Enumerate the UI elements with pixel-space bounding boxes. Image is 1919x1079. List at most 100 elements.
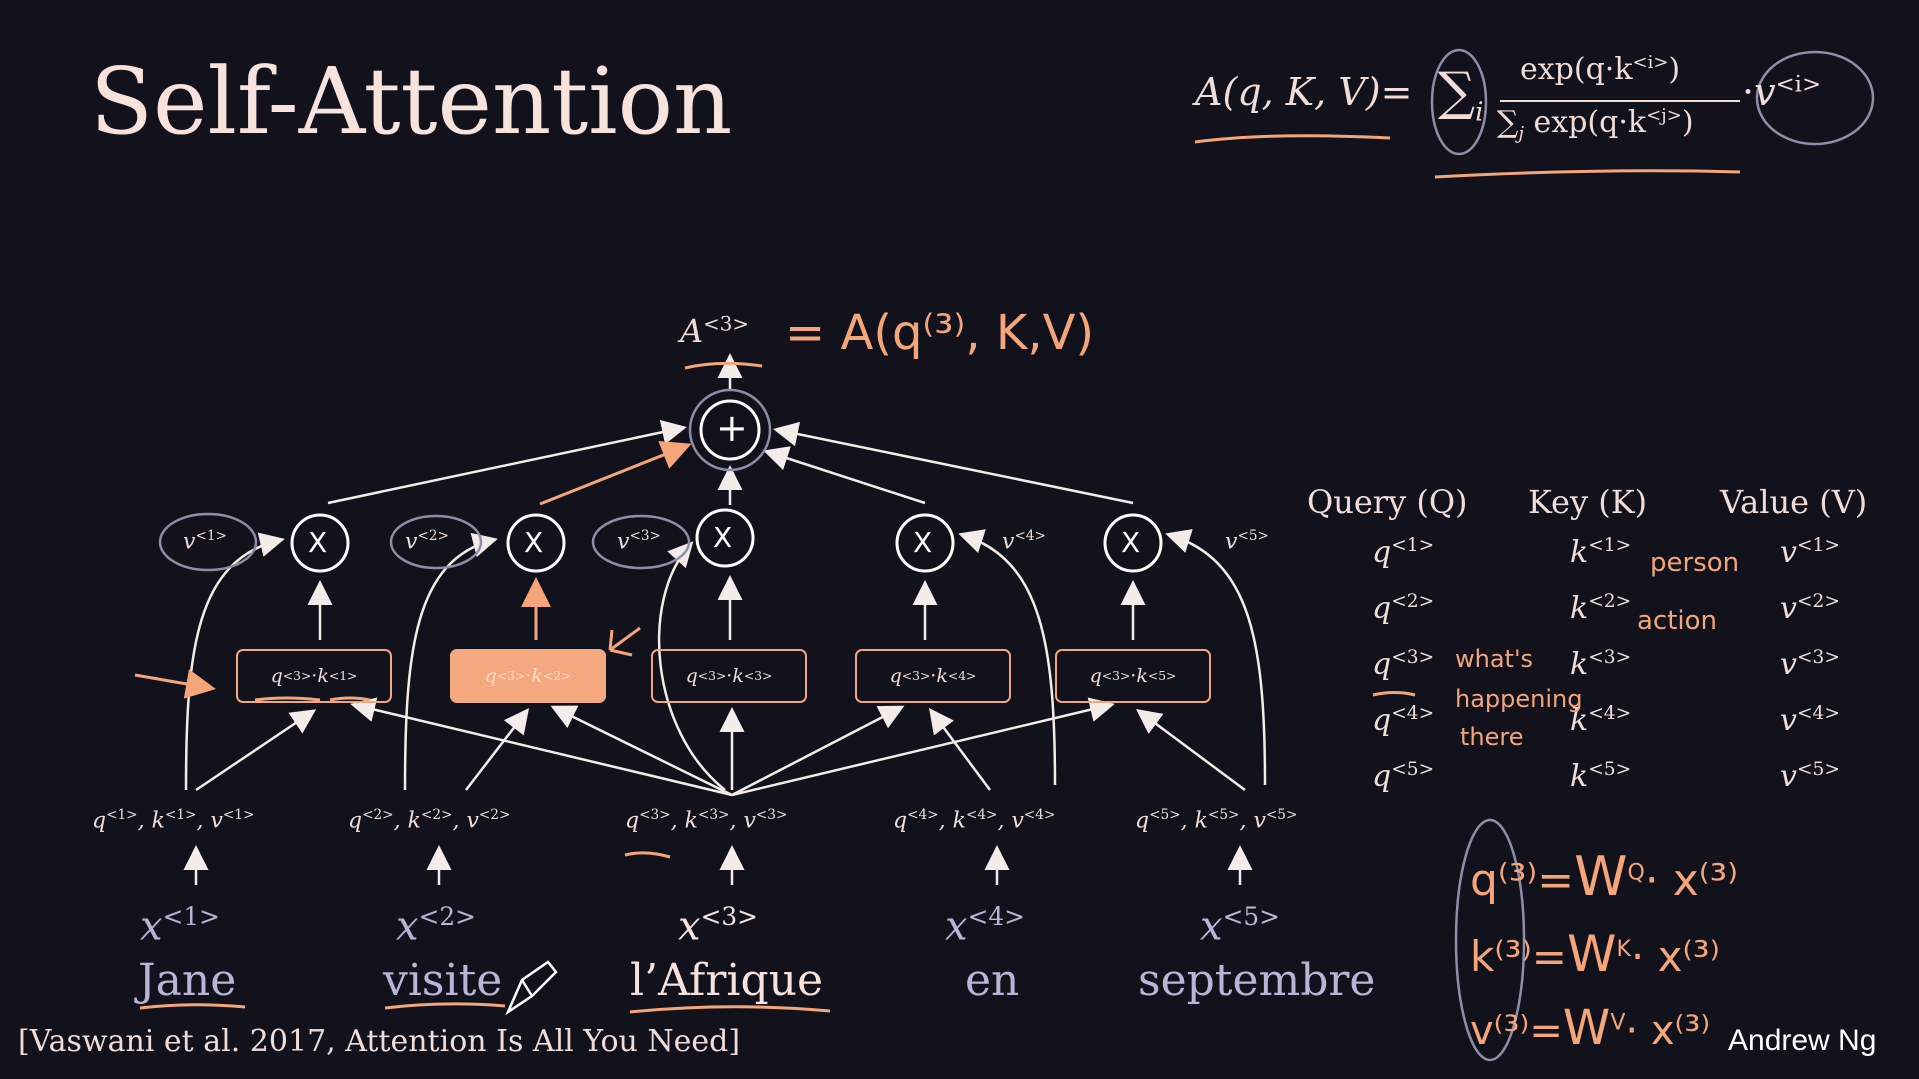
x-base: x bbox=[945, 903, 968, 950]
cell-base: k bbox=[1570, 647, 1589, 682]
weight-v-sup: V bbox=[1610, 1010, 1626, 1036]
score-box-5: q<3> · k<5> bbox=[1055, 649, 1211, 703]
box-dot: · bbox=[525, 665, 532, 687]
box-k: k bbox=[531, 665, 543, 687]
x-sup: <3> bbox=[700, 902, 758, 931]
pair-q: q bbox=[1135, 808, 1150, 834]
formula-v-sup: <i> bbox=[1775, 71, 1822, 98]
pair-k: , k bbox=[1180, 808, 1208, 834]
table-q-2: q<2> bbox=[1372, 591, 1434, 626]
box-k-sup: <4> bbox=[947, 669, 977, 683]
denominator-sup: <j> bbox=[1646, 105, 1682, 126]
x-sup: <1> bbox=[162, 902, 220, 931]
cell-sup: <2> bbox=[1796, 591, 1840, 612]
a3-label: A<3> bbox=[680, 312, 749, 350]
pair-q-sup: <4> bbox=[907, 807, 939, 823]
pair-v: , v bbox=[997, 808, 1024, 834]
note-person: person bbox=[1650, 548, 1740, 578]
formula-eq: = bbox=[1380, 70, 1413, 114]
cell-base: k bbox=[1570, 703, 1589, 738]
weight-k-matrix: W bbox=[1567, 925, 1617, 983]
a3-handwritten: = A(q⁽³⁾, K,V) bbox=[785, 305, 1095, 361]
cell-sup: <5> bbox=[1588, 759, 1632, 780]
weight-q-matrix: W bbox=[1574, 845, 1628, 908]
box-q-sup: <3> bbox=[901, 669, 931, 683]
formula-lhs: A(q, K, V) bbox=[1195, 70, 1381, 114]
cell-base: q bbox=[1372, 703, 1392, 738]
pair-q-sup: <3> bbox=[639, 807, 671, 823]
box-dot: · bbox=[1130, 665, 1137, 687]
box-dot: · bbox=[726, 665, 733, 687]
x-base: x bbox=[1200, 903, 1223, 950]
weight-v-matrix: W bbox=[1562, 1000, 1611, 1056]
fraction-bar bbox=[1500, 100, 1740, 102]
formula-numerator: exp(q·k<i>) bbox=[1520, 52, 1680, 87]
table-header-query: Query (Q) bbox=[1307, 483, 1468, 521]
table-header-value: Value (V) bbox=[1720, 483, 1868, 521]
cell-base: v bbox=[1780, 703, 1797, 738]
v-label-base: v bbox=[405, 529, 418, 555]
cell-base: v bbox=[1780, 647, 1797, 682]
token-qkv-1: q<1>, k<1>, v<1> bbox=[92, 807, 254, 833]
a3-sup: <3> bbox=[703, 312, 749, 336]
pair-k: , k bbox=[393, 808, 421, 834]
cell-base: k bbox=[1570, 591, 1589, 626]
denominator-index: j bbox=[1518, 123, 1525, 144]
cell-base: v bbox=[1780, 535, 1797, 570]
box-dot: · bbox=[930, 665, 937, 687]
cell-sup: <4> bbox=[1588, 703, 1632, 724]
v-label-3: v<3> bbox=[617, 528, 661, 554]
cell-sup: <5> bbox=[1796, 759, 1840, 780]
table-k-2: k<2> bbox=[1570, 591, 1631, 626]
formula-denominator: ∑j exp(q·k<j>) bbox=[1497, 105, 1694, 144]
sum-symbol: ∑ bbox=[1438, 62, 1476, 122]
score-box-2-highlighted: q<3> · k<2> bbox=[450, 649, 606, 703]
table-q-3: q<3> bbox=[1372, 647, 1434, 682]
note-action: action bbox=[1637, 606, 1718, 636]
pair-v-sup: <2> bbox=[478, 807, 511, 823]
x-label-3: x<3> bbox=[678, 902, 758, 949]
weight-eq-v: v⁽³⁾=WV· x⁽³⁾ bbox=[1470, 1000, 1710, 1056]
v-label-2: v<2> bbox=[405, 528, 449, 554]
numerator-sup: <i> bbox=[1632, 52, 1669, 73]
cell-sup: <1> bbox=[1796, 535, 1840, 556]
plus-symbol: + bbox=[716, 406, 748, 450]
pair-v: , v bbox=[196, 808, 223, 834]
weight-eq-q: q⁽³⁾=WQ· x⁽³⁾ bbox=[1470, 845, 1738, 908]
token-qkv-5: q<5>, k<5>, v<5> bbox=[1135, 807, 1297, 833]
pair-k-sup: <2> bbox=[420, 807, 453, 823]
table-k-1: k<1> bbox=[1570, 535, 1631, 570]
box-q: q bbox=[1089, 665, 1102, 687]
weight-q-sup: Q bbox=[1627, 860, 1645, 886]
pair-k: , k bbox=[670, 808, 698, 834]
cell-sup: <3> bbox=[1796, 647, 1840, 668]
x-base: x bbox=[678, 903, 701, 950]
v-label-base: v bbox=[617, 529, 630, 555]
x-sup: <4> bbox=[967, 902, 1025, 931]
word-en: en bbox=[965, 955, 1020, 1006]
page-title: Self-Attention bbox=[90, 48, 733, 155]
numerator-text: exp(q·k bbox=[1520, 52, 1633, 87]
box-k: k bbox=[1136, 665, 1148, 687]
note-happening: happening bbox=[1455, 685, 1583, 713]
box-q-sup: <3> bbox=[1101, 669, 1131, 683]
cell-base: v bbox=[1780, 759, 1797, 794]
cell-base: k bbox=[1570, 535, 1589, 570]
note-whats: what's bbox=[1455, 645, 1534, 673]
v-label-base: v bbox=[1225, 529, 1238, 555]
box-q: q bbox=[685, 665, 698, 687]
formula-v: ·v<i> bbox=[1742, 70, 1821, 114]
score-box-3: q<3> · k<3> bbox=[651, 649, 807, 703]
denominator-sum: ∑ bbox=[1497, 105, 1519, 140]
attention-formula: A(q, K, V)= bbox=[1195, 70, 1412, 114]
x-label-5: x<5> bbox=[1200, 902, 1280, 949]
table-q-5: q<5> bbox=[1372, 759, 1434, 794]
cell-base: q bbox=[1372, 591, 1392, 626]
pair-k-sup: <4> bbox=[965, 807, 998, 823]
v-label-5: v<5> bbox=[1225, 528, 1269, 554]
v-label-sup: <5> bbox=[1237, 528, 1269, 544]
pair-k: , k bbox=[938, 808, 966, 834]
cell-sup: <2> bbox=[1391, 591, 1435, 612]
v-label-sup: <3> bbox=[629, 528, 661, 544]
